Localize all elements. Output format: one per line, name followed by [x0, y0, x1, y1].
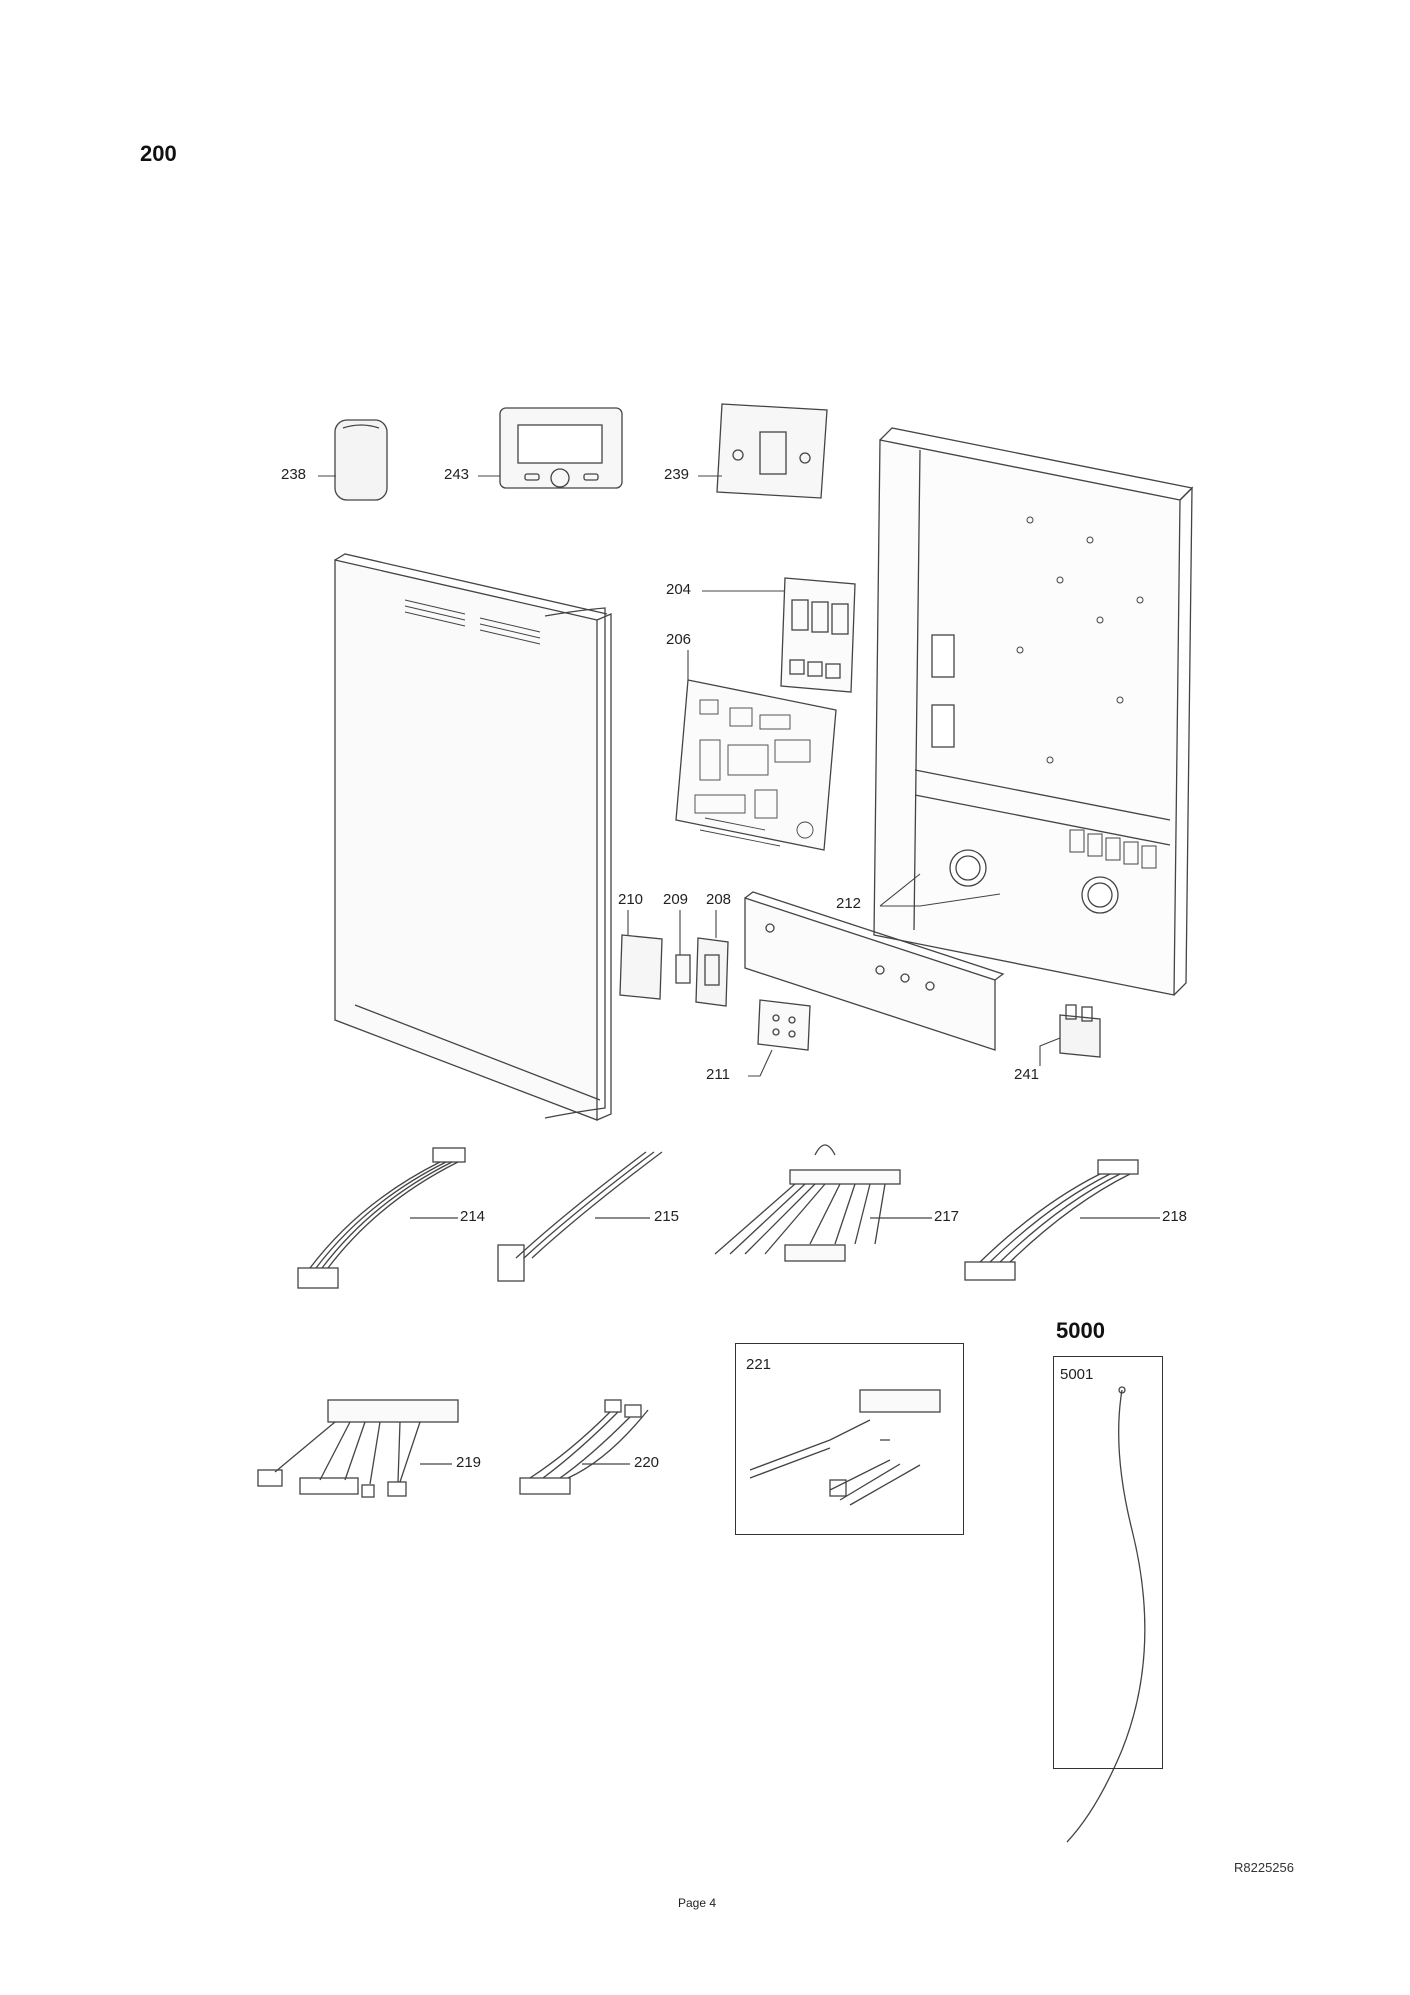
label-214: 214 — [460, 1208, 486, 1225]
label-219: 219 — [456, 1454, 482, 1471]
part-204-relay-board — [780, 577, 856, 693]
part-239-wall-plate — [716, 403, 828, 499]
box-5001 — [1053, 1356, 1163, 1769]
part-243-control-unit — [499, 407, 623, 489]
part-238-room-sensor — [334, 419, 388, 501]
label-211: 211 — [706, 1066, 730, 1083]
label-238: 238 — [281, 466, 307, 483]
harness-217 — [714, 1144, 932, 1262]
front-casing — [334, 553, 612, 1121]
part-211-board — [757, 999, 811, 1051]
parts-210-209-208 — [619, 934, 729, 1007]
label-206: 206 — [666, 631, 692, 648]
label-241: 241 — [1014, 1066, 1040, 1083]
label-218: 218 — [1162, 1208, 1188, 1225]
page-number: Page 4 — [678, 1896, 717, 1910]
label-221: 221 — [746, 1356, 772, 1373]
part-212-bottom-strip — [744, 891, 1005, 1051]
box-221 — [735, 1343, 964, 1535]
label-209: 209 — [663, 891, 689, 908]
part-241-terminal — [1059, 1004, 1101, 1058]
label-204: 204 — [666, 581, 692, 598]
label-208: 208 — [706, 891, 732, 908]
rear-frame — [873, 427, 1194, 996]
label-220: 220 — [634, 1454, 660, 1471]
harness-220 — [519, 1399, 649, 1495]
section-title-200: 200 — [140, 141, 177, 166]
label-210: 210 — [618, 891, 644, 908]
label-5001: 5001 — [1060, 1366, 1094, 1383]
harness-218 — [964, 1159, 1160, 1281]
drawing-reference: R8225256 — [1234, 1860, 1294, 1875]
harness-219 — [257, 1399, 459, 1498]
part-221-cable-set — [749, 1389, 941, 1506]
label-212: 212 — [836, 895, 862, 912]
harness-214 — [297, 1147, 466, 1289]
harness-215 — [497, 1151, 663, 1282]
label-215: 215 — [654, 1208, 680, 1225]
label-243: 243 — [444, 466, 470, 483]
label-217: 217 — [934, 1208, 960, 1225]
part-206-main-pcb — [675, 679, 837, 851]
part-5001-sensor-wire — [1066, 1386, 1146, 1843]
label-239: 239 — [664, 466, 690, 483]
section-title-5000: 5000 — [1056, 1318, 1105, 1343]
